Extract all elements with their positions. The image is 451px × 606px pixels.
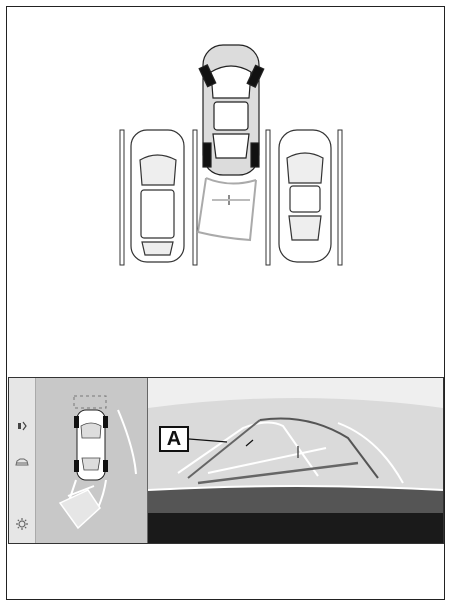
rear-camera-view: A bbox=[148, 378, 443, 543]
camera-view-icon[interactable] bbox=[14, 418, 30, 434]
top-down-illustration bbox=[58, 395, 137, 530]
display-side-rail bbox=[9, 378, 36, 543]
callout-label-a: A bbox=[159, 426, 189, 452]
own-car-overhead bbox=[74, 409, 108, 481]
guide-area bbox=[196, 177, 257, 242]
car-side-icon[interactable] bbox=[14, 454, 30, 470]
rear-camera-image bbox=[148, 378, 443, 543]
parking-lot-illustration bbox=[119, 44, 343, 266]
parked-car-left bbox=[130, 129, 185, 263]
parked-car-right bbox=[278, 129, 332, 263]
reversing-car bbox=[198, 44, 265, 176]
top-down-view bbox=[36, 378, 148, 543]
callout-leader-line bbox=[189, 438, 228, 443]
camera-display-screen: A bbox=[8, 377, 444, 544]
settings-gear-icon[interactable] bbox=[14, 516, 30, 532]
